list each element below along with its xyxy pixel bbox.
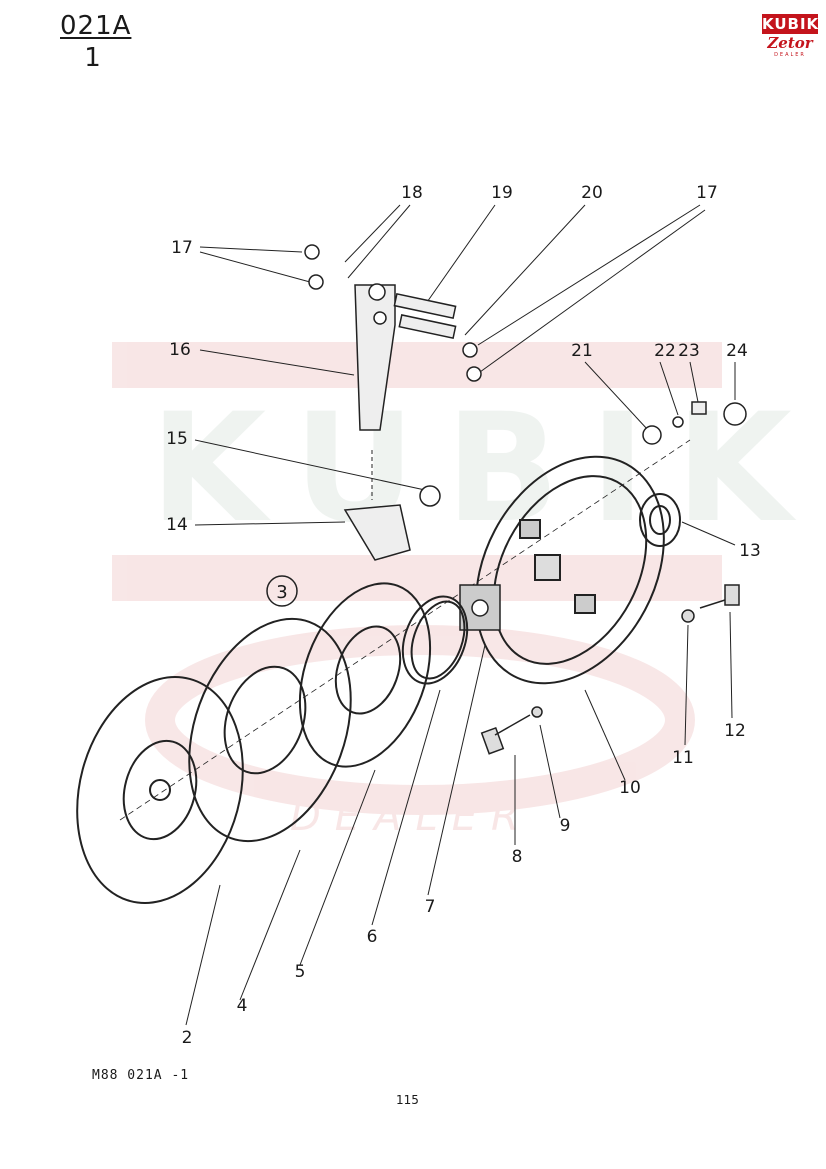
section-sheet-number: 1 (84, 43, 102, 73)
callout-8: 8 (512, 847, 523, 867)
watermark: KUBIK DEALER (112, 342, 822, 840)
bolts (480, 584, 740, 755)
callout-19: 19 (491, 183, 513, 203)
callout-17-right: 17 (696, 183, 718, 203)
watermark-dealer: DEALER (290, 794, 533, 840)
pressure-plate-housing (475, 455, 665, 685)
callout-6: 6 (367, 927, 378, 947)
callout-18: 18 (401, 183, 423, 203)
kubik-zetor-logo: KUBIK Zetor DEALER (762, 14, 818, 60)
callout-22: 22 (654, 341, 676, 361)
perforated-disc (76, 676, 244, 904)
release-lever (304, 244, 747, 561)
group-label: 3 (266, 575, 298, 607)
callout-5: 5 (295, 962, 306, 982)
dealer-logo-text: DEALER (774, 52, 806, 58)
callout-17-left: 17 (171, 238, 193, 258)
kubik-logo-box: KUBIK (762, 14, 820, 34)
callout-23: 23 (678, 341, 700, 361)
callout-10: 10 (619, 778, 641, 798)
group-label-text: 3 (276, 582, 287, 603)
callout-numbers: 18 19 20 17 17 16 21 22 23 24 15 14 13 1… (166, 183, 761, 1048)
callout-21: 21 (571, 341, 593, 361)
watermark-text: KUBIK (150, 382, 822, 556)
callout-9: 9 (560, 816, 571, 836)
clutch-disc (298, 582, 432, 768)
section-code-number: 021A (60, 11, 132, 41)
callout-11: 11 (672, 748, 694, 768)
seal-ring (401, 595, 469, 685)
leader-lines (119, 204, 736, 1026)
callout-20: 20 (581, 183, 603, 203)
friction-ring (188, 617, 352, 843)
section-code: 021A 1 (60, 11, 132, 73)
callout-13: 13 (739, 541, 761, 561)
callout-4: 4 (237, 996, 248, 1016)
callout-24: 24 (726, 341, 748, 361)
drawing-reference: M88 021A -1 (92, 1068, 190, 1083)
release-bearing (639, 493, 681, 547)
callout-7: 7 (425, 897, 436, 917)
zetor-logo-text: Zetor (767, 34, 813, 52)
callout-12: 12 (724, 721, 746, 741)
callout-16: 16 (169, 340, 191, 360)
callout-2: 2 (182, 1028, 193, 1048)
page-number: 115 (396, 1093, 419, 1107)
callout-14: 14 (166, 515, 188, 535)
callout-15: 15 (166, 429, 188, 449)
splined-hub (459, 584, 501, 631)
